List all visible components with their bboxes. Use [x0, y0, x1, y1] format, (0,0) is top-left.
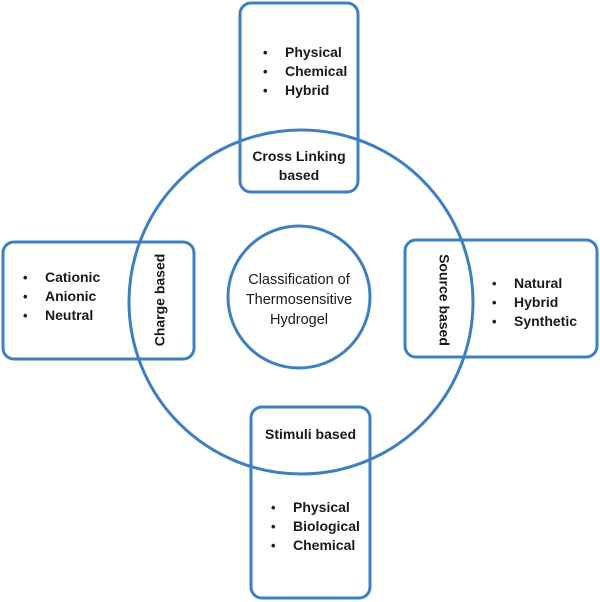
- center-title-line: Hydrogel: [269, 312, 329, 328]
- top-title-line: Cross Linking: [252, 148, 346, 164]
- right-box: [403, 238, 599, 359]
- bottom-box: [249, 405, 372, 600]
- left-items-list: Cationic Anionic Neutral: [23, 268, 100, 325]
- bottom-items-list: Physical Biological Chemical: [271, 498, 360, 555]
- list-item: Synthetic: [492, 312, 577, 331]
- top-box: [238, 1, 360, 194]
- left-box: [1, 240, 196, 361]
- list-item: Physical: [263, 43, 347, 62]
- left-category-title: Charge based: [151, 253, 168, 347]
- top-category-title: Cross Linking based: [240, 147, 358, 185]
- outer-ring: [127, 128, 475, 476]
- center-circle: [226, 224, 372, 370]
- list-item: Biological: [271, 517, 360, 536]
- list-item: Neutral: [23, 306, 100, 325]
- list-item: Chemical: [263, 62, 347, 81]
- list-item: Chemical: [271, 536, 360, 555]
- list-item: Physical: [271, 498, 360, 517]
- list-item: Natural: [492, 274, 577, 293]
- top-items-list: Physical Chemical Hybrid: [263, 43, 347, 100]
- center-title-line: Thermosensitive: [245, 292, 353, 308]
- center-title-line: Classification of: [248, 272, 350, 288]
- right-category-title: Source based: [436, 254, 453, 346]
- list-item: Anionic: [23, 287, 100, 306]
- bottom-category-title: Stimuli based: [264, 426, 357, 442]
- list-item: Cationic: [23, 268, 100, 287]
- center-title: Classification of Thermosensitive Hydrog…: [229, 270, 369, 330]
- list-item: Hybrid: [263, 81, 347, 100]
- right-items-list: Natural Hybrid Synthetic: [492, 274, 577, 331]
- top-title-line: based: [278, 167, 320, 183]
- list-item: Hybrid: [492, 293, 577, 312]
